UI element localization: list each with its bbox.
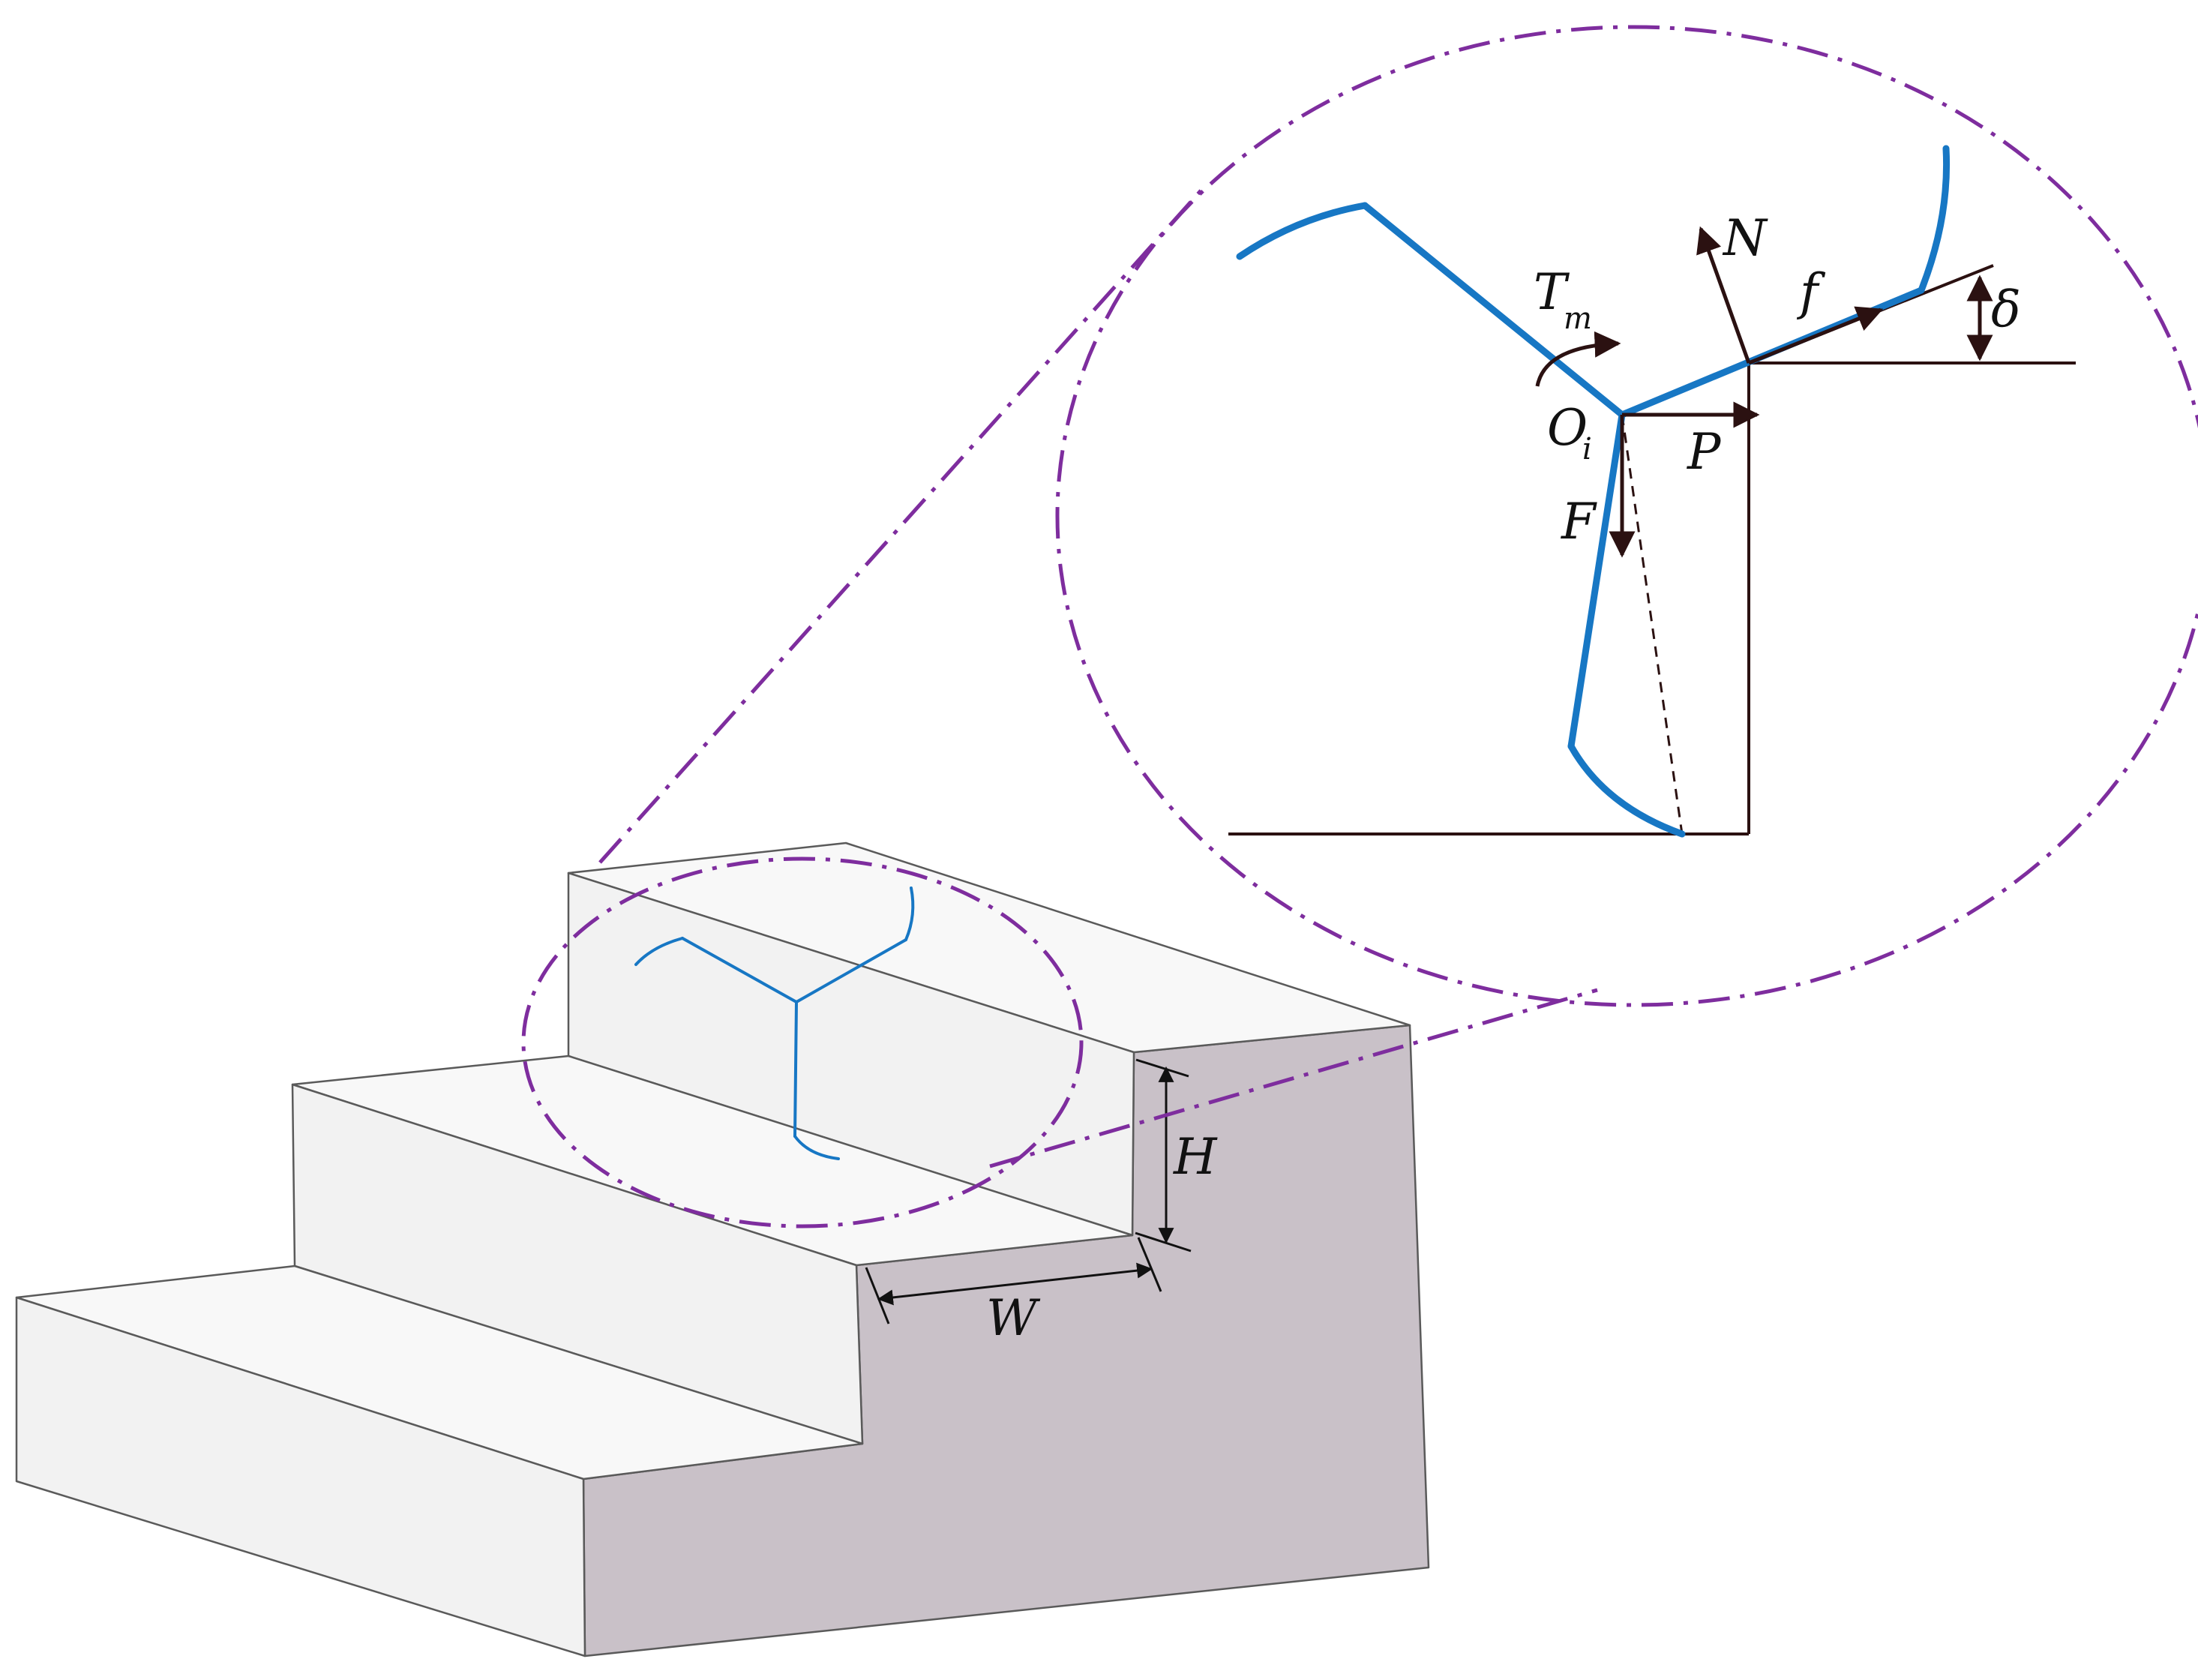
- pivot-subscript: i: [1582, 432, 1592, 466]
- detail-step-outline: [1228, 264, 2076, 836]
- step-1-riser: [15, 1296, 586, 1658]
- zoom-connector-bottom: [989, 988, 1598, 1168]
- normal-force-label: N: [1722, 209, 1768, 267]
- detail-leg-left: [1361, 202, 1626, 418]
- wheel-leg-down: [793, 1000, 798, 1138]
- detail-leg-right-foot: [1918, 145, 1951, 294]
- friction-label: f: [1796, 263, 1826, 321]
- wheel-leg-down-foot: [793, 1135, 840, 1160]
- zoom-source-ellipse: [521, 856, 1084, 1228]
- wheel-leg-left-foot: [634, 937, 684, 966]
- zoom-detail-ellipse: [1055, 25, 2198, 1007]
- weight-force-label: F: [1561, 493, 1597, 550]
- width-label: W: [986, 1289, 1041, 1347]
- angle-label: δ: [1991, 280, 2021, 338]
- wheel-leg-left: [681, 937, 798, 1004]
- staircase: [15, 842, 1430, 1658]
- zoom-callout: [521, 25, 2198, 1228]
- detail-leg-down: [1567, 411, 1626, 750]
- torque-arrow: [1535, 331, 1621, 387]
- torque-subscript: m: [1564, 302, 1592, 336]
- width-dimension-arrow: [877, 1262, 1153, 1306]
- wheel-leg-right: [795, 938, 907, 1004]
- detail-leg-left-foot: [1236, 202, 1369, 260]
- wheel-on-stair: [634, 886, 915, 1160]
- force-arrows: [1535, 226, 1993, 558]
- dimension-marks: [865, 1058, 1192, 1324]
- detail-view: T m N f δ O i P F: [1228, 145, 2076, 838]
- zoom-connector-top: [598, 186, 1205, 864]
- detail-dashed-line: [1621, 414, 1684, 835]
- normal-force-arrow: [1696, 226, 1751, 364]
- torque-label: T: [1534, 263, 1570, 321]
- pivot-label: O: [1547, 399, 1588, 457]
- detail-leg-down-foot: [1567, 742, 1686, 838]
- height-label: H: [1173, 1128, 1218, 1186]
- detail-wheel: [1236, 145, 1951, 838]
- friction-force-arrow: [1748, 306, 1884, 365]
- push-force-label: P: [1687, 423, 1722, 481]
- wheel-leg-right-foot: [904, 886, 915, 941]
